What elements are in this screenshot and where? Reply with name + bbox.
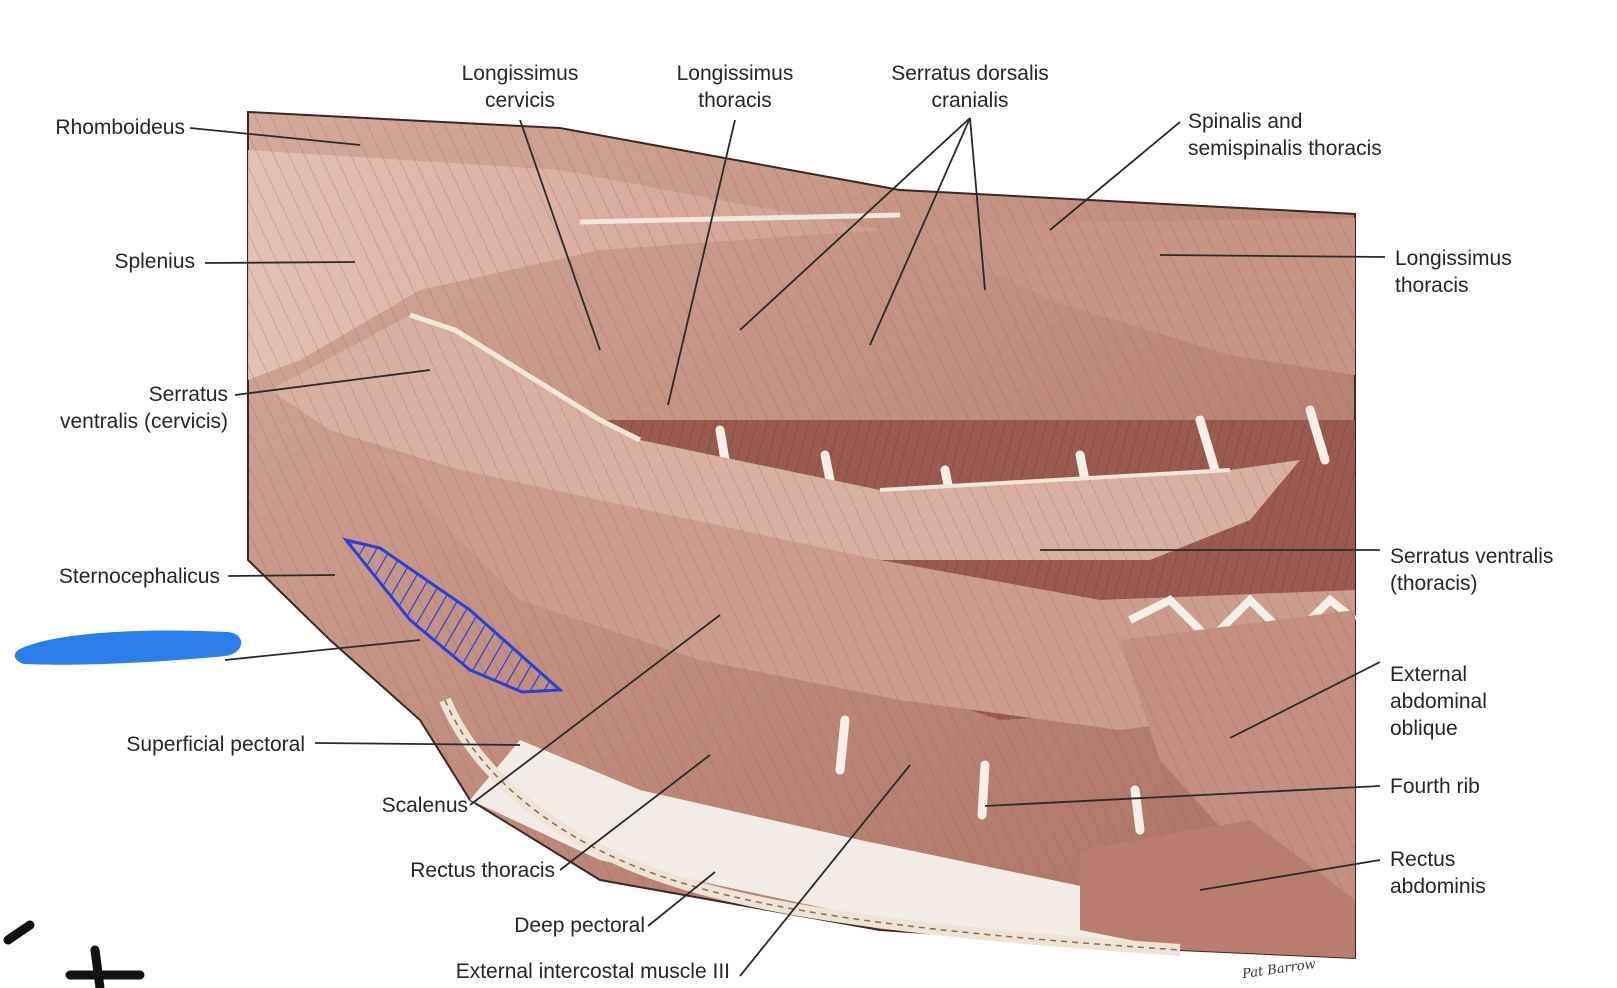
label-longissimus-cervicis: Longissimus cervicis: [461, 62, 579, 112]
label-fourth-rib: Fourth rib: [1390, 775, 1480, 798]
label-serratus-ventralis-thoracis: Serratus ventralis (thoracis): [1390, 545, 1554, 595]
label-spinalis-semispinalis: Spinalis and semispinalis thoracis: [1188, 110, 1382, 160]
label-serratus-ventralis-cervicis: Serratus ventralis (cervicis): [59, 383, 228, 433]
label-serratus-dorsalis-cranialis: Serratus dorsalis cranialis: [891, 62, 1049, 112]
label-rectus-abdominis: Rectus abdominis: [1390, 848, 1486, 898]
highlighted-structure: [342, 537, 564, 694]
deep-pectoral-shape: [470, 740, 1180, 948]
label-sternocephalicus: Sternocephalicus: [58, 565, 220, 588]
rectus-abdominis-shape: [1080, 820, 1355, 958]
handwriting-stroke: [3, 920, 145, 988]
label-longissimus-thoracis-right: Longissimus thoracis: [1395, 247, 1512, 297]
label-longissimus-thoracis-top: Longissimus thoracis: [676, 62, 794, 112]
aponeurosis: [1128, 594, 1358, 646]
redaction-mark: [14, 630, 242, 665]
label-splenius: Splenius: [114, 250, 195, 273]
label-rectus-thoracis: Rectus thoracis: [410, 859, 555, 882]
label-external-abdominal-oblique: External abdominal oblique: [1390, 663, 1487, 740]
label-external-intercostal: External intercostal muscle III: [455, 960, 730, 983]
leader-lines: [189, 117, 1386, 977]
label-rhomboideus: Rhomboideus: [55, 116, 185, 139]
label-scalenus: Scalenus: [381, 794, 468, 817]
label-deep-pectoral: Deep pectoral: [514, 914, 645, 937]
label-superficial-pectoral: Superficial pectoral: [126, 733, 305, 756]
